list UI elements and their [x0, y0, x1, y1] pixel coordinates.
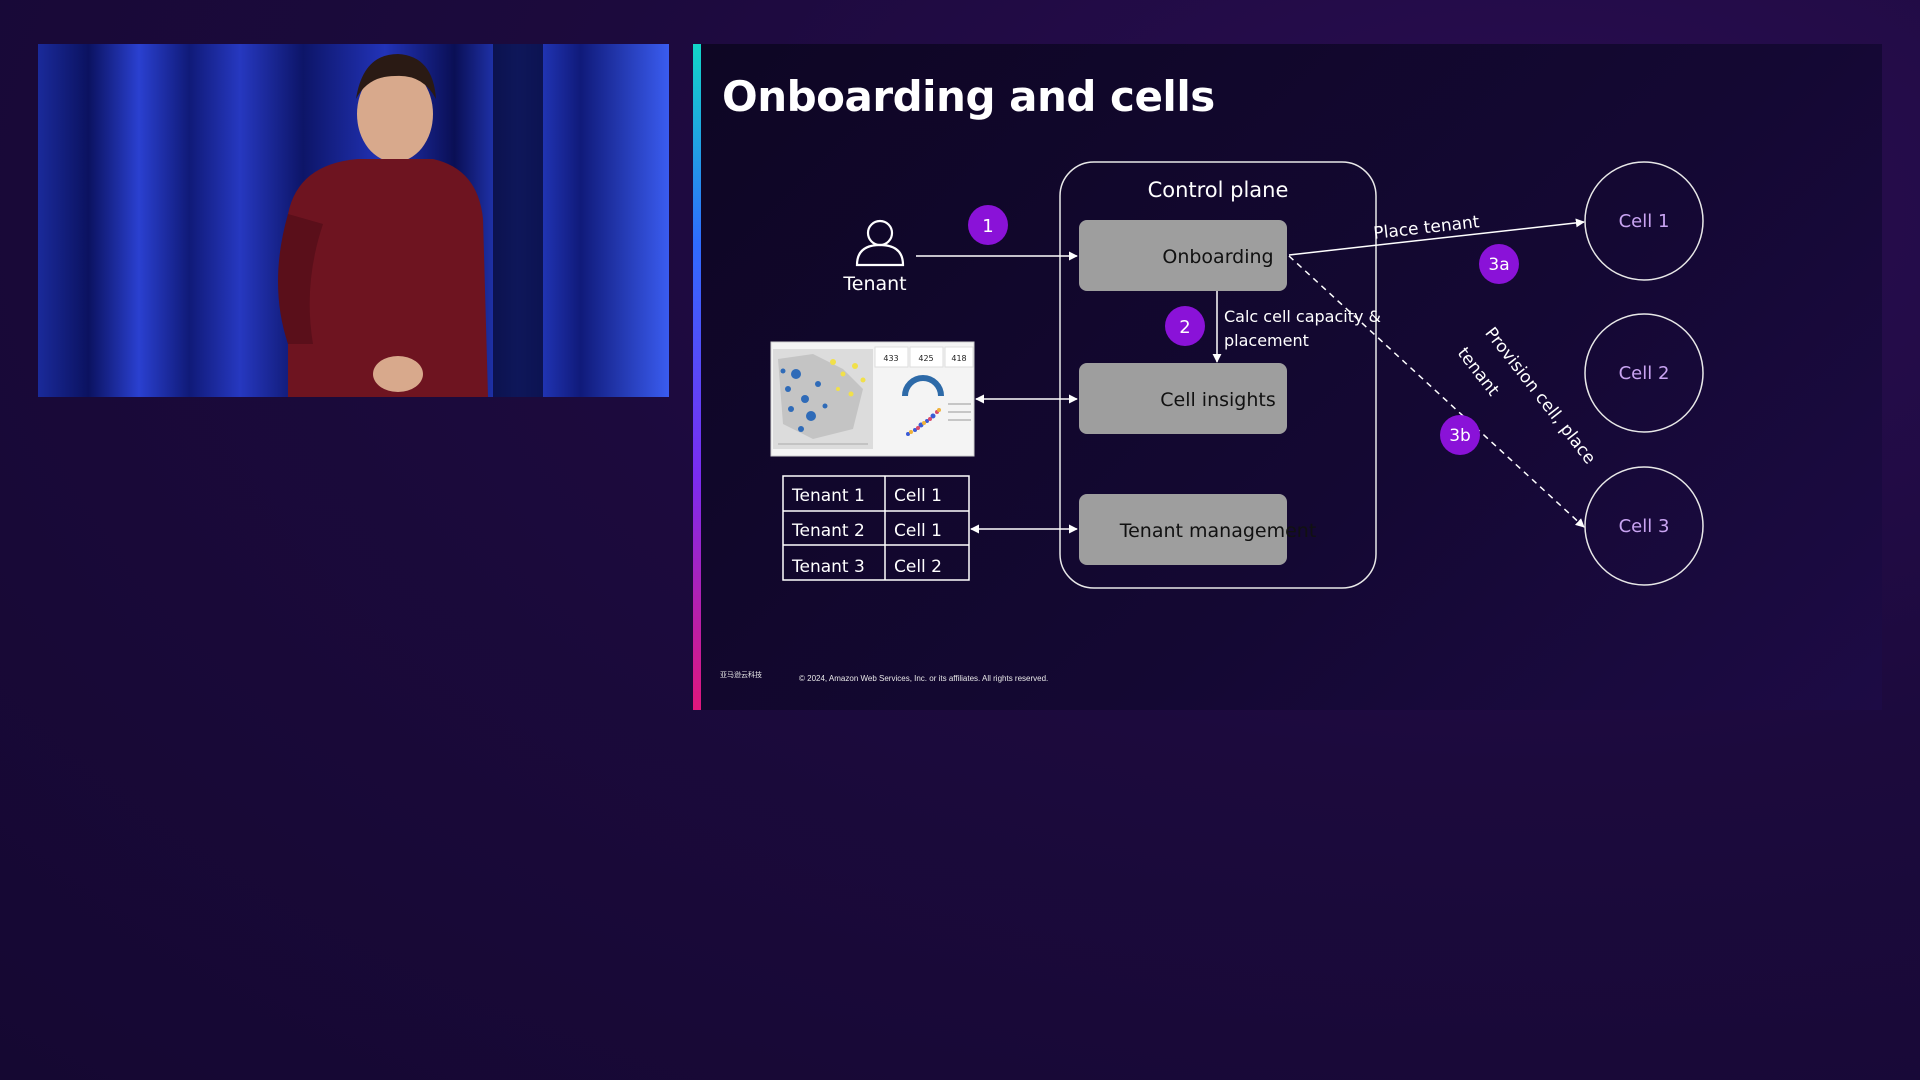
architecture-diagram: Control plane Onboarding Cell insights T… [770, 161, 1704, 589]
table-row-2-cell: Cell 1 [894, 521, 942, 541]
cell-2-circle [1584, 313, 1704, 433]
calc-placement-text: placement [1224, 331, 1309, 350]
dashboard-thumbnail: 433 425 418 [770, 341, 975, 457]
cell-3-label: Cell 3 [1619, 516, 1670, 537]
cell-1-circle [1584, 161, 1704, 281]
onboarding-box [1079, 220, 1287, 291]
user-icon [855, 219, 905, 267]
table-row-3-cell: Cell 2 [894, 557, 942, 577]
tenant-management-box [1079, 494, 1287, 565]
step-3b-badge [1440, 415, 1480, 455]
calc-capacity-text: Calc cell capacity & [1224, 307, 1381, 326]
step-1-badge [968, 205, 1008, 245]
cell-insights-box [1079, 363, 1287, 434]
tenant-label: Tenant [842, 273, 906, 295]
onboarding-label: Onboarding [1162, 246, 1273, 268]
speaker-video-image [38, 44, 669, 397]
cell-2-label: Cell 2 [1619, 363, 1670, 384]
step-2-label: 2 [1179, 317, 1190, 338]
cell-insights-label: Cell insights [1160, 389, 1276, 411]
step-3a-label: 3a [1488, 255, 1509, 275]
dashboard-kpi-2: 425 [918, 354, 933, 363]
slide-accent-bar [693, 44, 701, 710]
table-row-1-cell: Cell 1 [894, 486, 942, 506]
table-row-1-tenant: Tenant 1 [791, 486, 865, 506]
control-plane-label: Control plane [1148, 178, 1289, 202]
cell-3-circle [1584, 466, 1704, 586]
speaker-video-feed [38, 44, 669, 397]
provision-cell-label: Provision cell, place [1480, 324, 1599, 468]
dashboard-kpi-1: 433 [883, 354, 898, 363]
tenant-management-label: Tenant management [1119, 520, 1317, 542]
provision-cell-arrow [1288, 255, 1585, 528]
copyright-text: © 2024, Amazon Web Services, Inc. or its… [799, 674, 1049, 683]
step-2-badge [1165, 306, 1205, 346]
place-tenant-arrow [1288, 218, 1585, 256]
slide-title: Onboarding and cells [722, 72, 1215, 121]
presentation-slide: Onboarding and cells Control plane Onboa… [693, 44, 1882, 710]
step-1-label: 1 [982, 216, 993, 237]
table-row-3-tenant: Tenant 3 [791, 557, 865, 577]
table-row-2-tenant: Tenant 2 [791, 521, 865, 541]
step-3b-label: 3b [1449, 426, 1471, 446]
step-3a-badge [1479, 244, 1519, 284]
aws-logo: 亚马逊云科技 [720, 672, 762, 679]
cell-1-label: Cell 1 [1619, 211, 1670, 232]
control-plane-container [1059, 161, 1377, 589]
tenant-placement-table [782, 475, 970, 581]
dashboard-kpi-3: 418 [951, 354, 966, 363]
